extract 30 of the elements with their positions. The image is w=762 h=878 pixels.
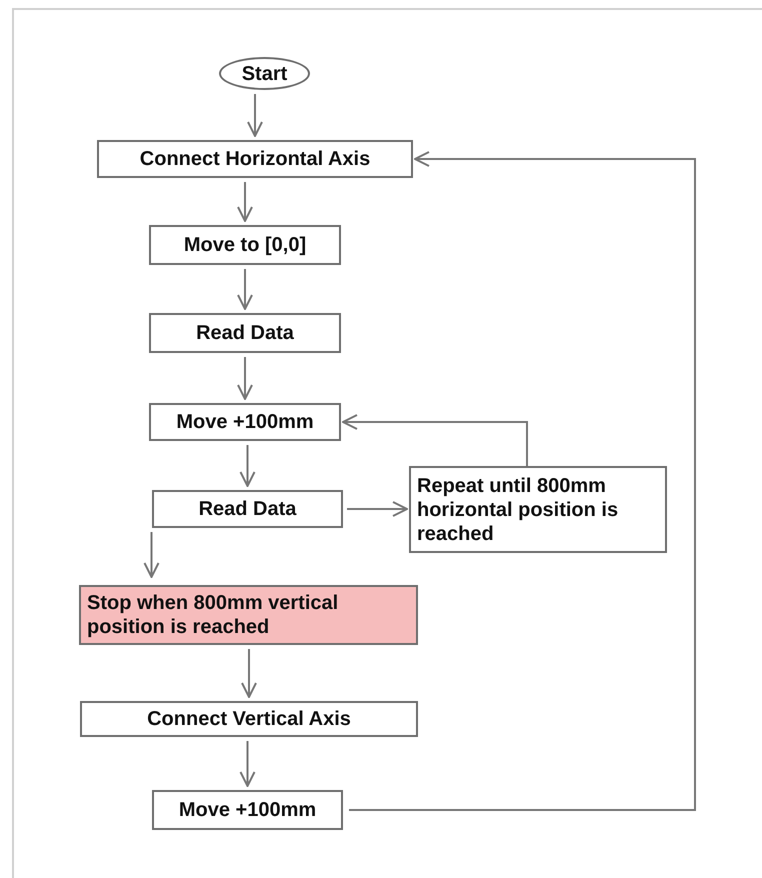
process-box xyxy=(79,585,418,645)
arrow xyxy=(240,445,256,487)
process-box xyxy=(97,140,413,178)
arrow xyxy=(342,414,528,466)
arrow xyxy=(247,94,263,137)
arrow xyxy=(144,532,160,578)
node-label: Read Data xyxy=(198,497,296,521)
arrow xyxy=(237,269,253,310)
arrow xyxy=(241,649,257,698)
node-label: Repeat until 800mm horizontal position is reached xyxy=(417,474,620,546)
arrow xyxy=(237,182,253,222)
process-box xyxy=(80,701,418,737)
arrow xyxy=(347,501,408,517)
process-box xyxy=(409,466,667,553)
arrow xyxy=(240,741,256,787)
node-label: Connect Vertical Axis xyxy=(147,707,351,731)
process-box xyxy=(149,403,341,441)
node-label: Move +100mm xyxy=(178,798,316,822)
node-label: Stop when 800mm vertical position is reached xyxy=(87,591,340,639)
arrow xyxy=(237,357,253,400)
process-box xyxy=(149,313,341,353)
arrow xyxy=(349,151,696,811)
process-box xyxy=(152,490,343,528)
node-label: Move to [0,0] xyxy=(184,233,306,257)
process-box xyxy=(149,225,341,265)
node-label: Read Data xyxy=(196,321,294,345)
node-label: Move +100mm xyxy=(176,410,314,434)
node-label: Start xyxy=(242,62,288,86)
node-label: Connect Horizontal Axis xyxy=(140,147,370,171)
process-box xyxy=(152,790,343,830)
